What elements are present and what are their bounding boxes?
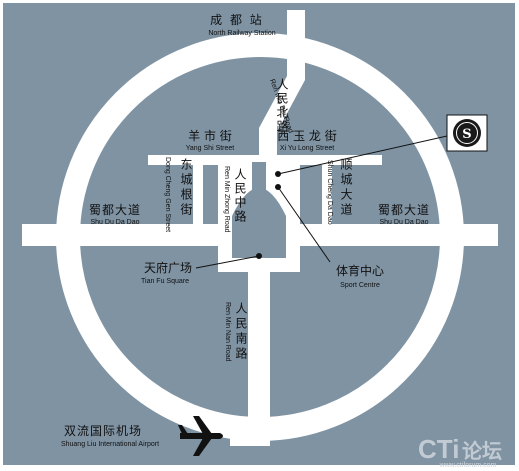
label-renmin-nan-zh: 人民南路 — [234, 302, 248, 362]
sheraton-logo-icon: S — [446, 114, 488, 152]
label-dongchenggen-en: Dong Cheng Gen Street — [164, 157, 171, 232]
label-renmin-bei-zh: 人民北路 — [275, 78, 289, 134]
tianfu-leader-line — [195, 255, 260, 269]
label-renmin-nan-en: Ren Min Nan Road — [224, 302, 231, 362]
label-airport-en: Shuang Liu International Airport — [61, 441, 159, 448]
label-shudu-east-en: Shu Du Da Dao — [379, 219, 428, 226]
label-north-station-zh: 成 都 站 — [210, 13, 264, 27]
airport-road — [230, 430, 270, 446]
label-north-station-en: North Railway Station — [208, 30, 275, 37]
renmin-zhong-median — [252, 162, 266, 212]
road-shuncheng — [322, 160, 332, 230]
label-xiyulong-zh: 西 玉 龙 街 — [277, 129, 336, 143]
watermark-brand: CTi — [418, 434, 459, 464]
label-shudu-west-zh: 蜀都大道 — [89, 203, 141, 217]
watermark-url: www.ctiforum.com — [439, 462, 497, 469]
label-shudu-west-en: Shu Du Da Dao — [90, 219, 139, 226]
label-renmin-zhong-en: Ren Min Zhong Road — [223, 166, 230, 233]
tianfu-square-block — [232, 188, 286, 258]
label-renmin-zhong-zh: 人民中路 — [233, 168, 247, 224]
label-shuncheng-en: Shun Cheng Da Dao — [326, 160, 333, 225]
watermark: CTi 论坛 www.ctiforum.com — [418, 434, 502, 469]
label-yangshi-en: Yang Shi Street — [186, 145, 235, 152]
logo-letter: S — [462, 127, 471, 142]
airplane-icon — [178, 416, 223, 456]
label-tianfu-zh: 天府广场 — [144, 260, 192, 275]
tianfu-square-marker-dot — [256, 253, 262, 259]
sport-leader-line — [277, 186, 331, 263]
label-dongchenggen-zh: 东城根街 — [179, 158, 193, 218]
road-renmin-nan — [248, 270, 270, 440]
label-shuncheng-zh: 顺城大道 — [339, 158, 353, 218]
label-shudu-east-zh: 蜀都大道 — [378, 203, 430, 217]
label-sport-en: Sport Centre — [340, 282, 380, 289]
road-renmin-bei — [259, 10, 305, 160]
label-xiyulong-en: Xi Yu Long Street — [280, 145, 334, 152]
label-tianfu-en: Tian Fu Square — [141, 278, 189, 285]
watermark-zh: 论坛 — [462, 439, 502, 463]
label-sport-zh: 体育中心 — [336, 263, 384, 278]
hotel-leader-line — [277, 135, 448, 175]
road-dongchenggen — [193, 160, 203, 230]
label-yangshi-zh: 羊 市 街 — [188, 128, 232, 143]
label-airport-zh: 双流国际机场 — [64, 424, 142, 438]
